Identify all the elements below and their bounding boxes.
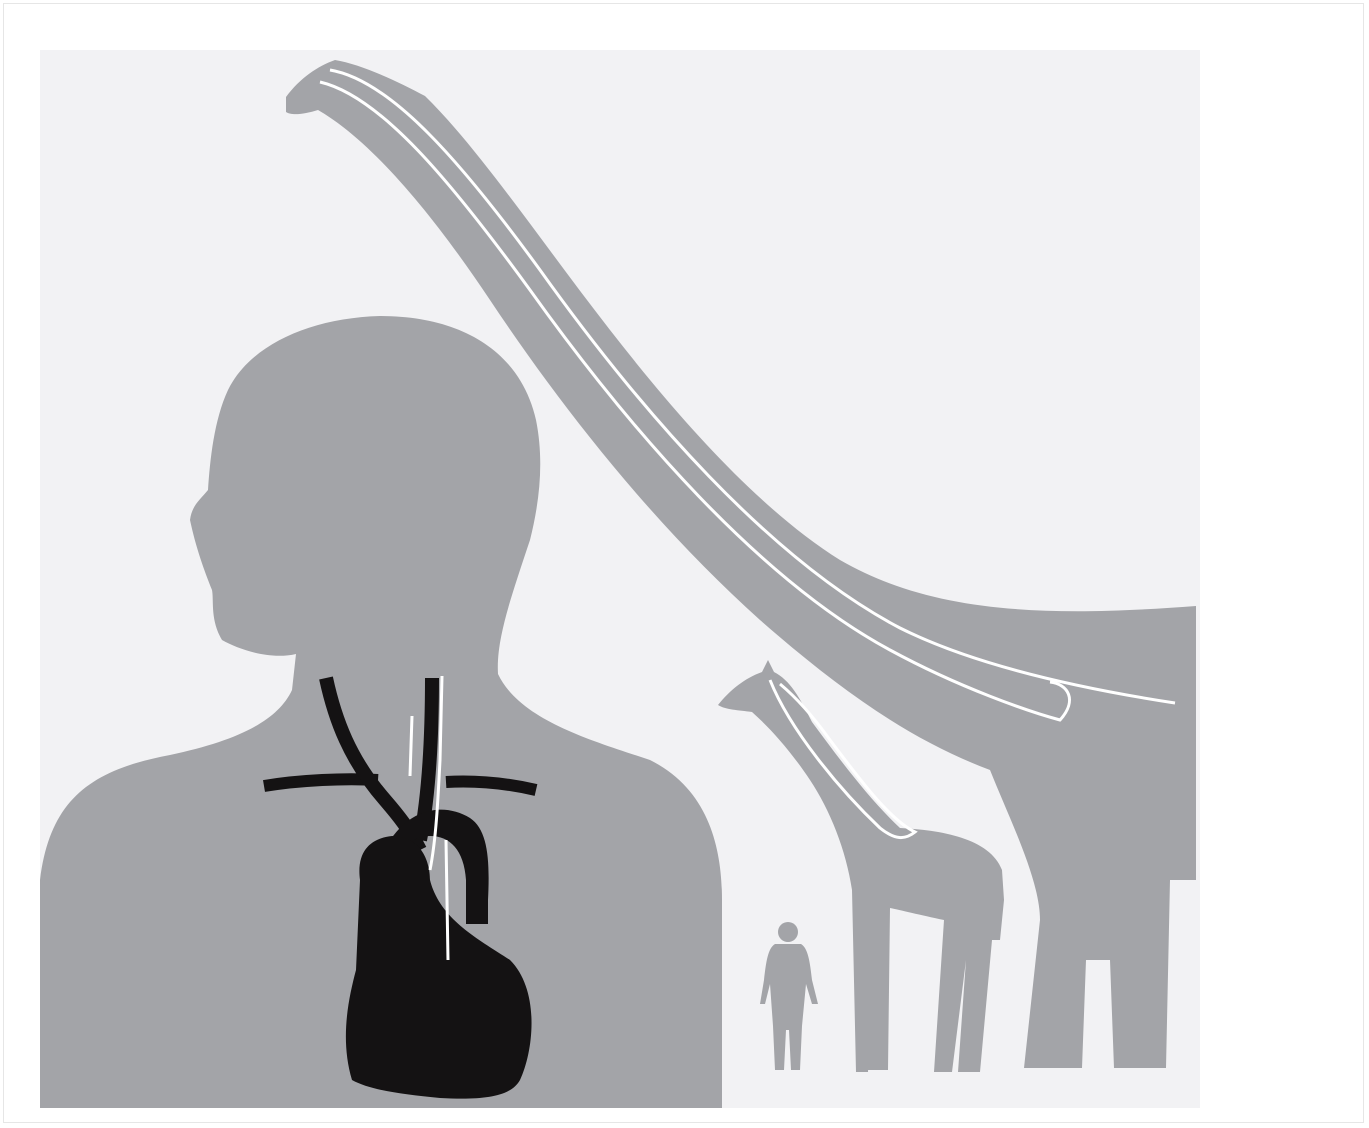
- small-human-head: [778, 922, 798, 942]
